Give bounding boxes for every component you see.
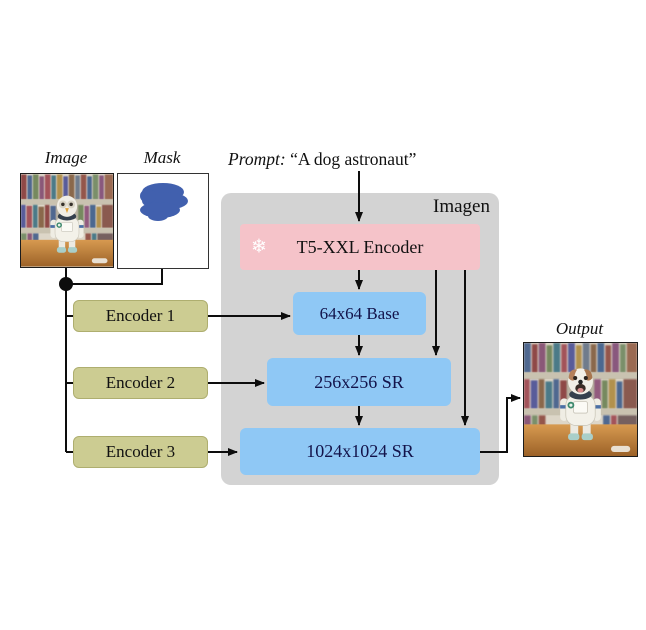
node-t5-encoder-label: T5-XXL Encoder bbox=[296, 236, 424, 257]
bookshelf-top-row bbox=[524, 343, 637, 373]
node-t5-encoder: ❄ T5-XXL Encoder bbox=[240, 224, 480, 270]
prompt-caption: Prompt: “A dog astronaut” bbox=[228, 149, 416, 170]
mask-blob-graphic bbox=[140, 183, 188, 221]
astronaut-figure bbox=[50, 195, 84, 253]
node-base-64: 64x64 Base bbox=[293, 292, 426, 335]
bookshelf-bottom-row bbox=[524, 415, 637, 426]
owl-astronaut-scene bbox=[21, 174, 113, 267]
prompt-text: “A dog astronaut” bbox=[290, 149, 417, 169]
watermark bbox=[611, 445, 631, 453]
bookshelf-top-row bbox=[21, 174, 113, 200]
astronaut-figure bbox=[560, 368, 601, 441]
output-label: Output bbox=[555, 319, 604, 338]
mask-image bbox=[117, 173, 209, 269]
bookshelf-bottom-row bbox=[21, 233, 113, 242]
node-sr-256: 256x256 SR bbox=[267, 358, 451, 406]
dog-astronaut-scene bbox=[524, 343, 637, 456]
node-encoder-1: Encoder 1 bbox=[73, 300, 208, 332]
input-image-label: Image bbox=[44, 148, 88, 167]
mask-label: Mask bbox=[143, 148, 181, 167]
prompt-label: Prompt: bbox=[228, 149, 286, 169]
node-encoder-3: Encoder 3 bbox=[73, 436, 208, 468]
mask-blob bbox=[140, 183, 188, 221]
watermark bbox=[91, 258, 108, 264]
junction-dot bbox=[59, 277, 73, 291]
input-image bbox=[20, 173, 114, 268]
node-encoder-2: Encoder 2 bbox=[73, 367, 208, 399]
snowflake-icon: ❄ bbox=[251, 236, 267, 258]
node-sr-1024: 1024x1024 SR bbox=[240, 428, 480, 475]
imagen-panel-title: Imagen bbox=[433, 196, 490, 217]
output-image bbox=[523, 342, 638, 457]
